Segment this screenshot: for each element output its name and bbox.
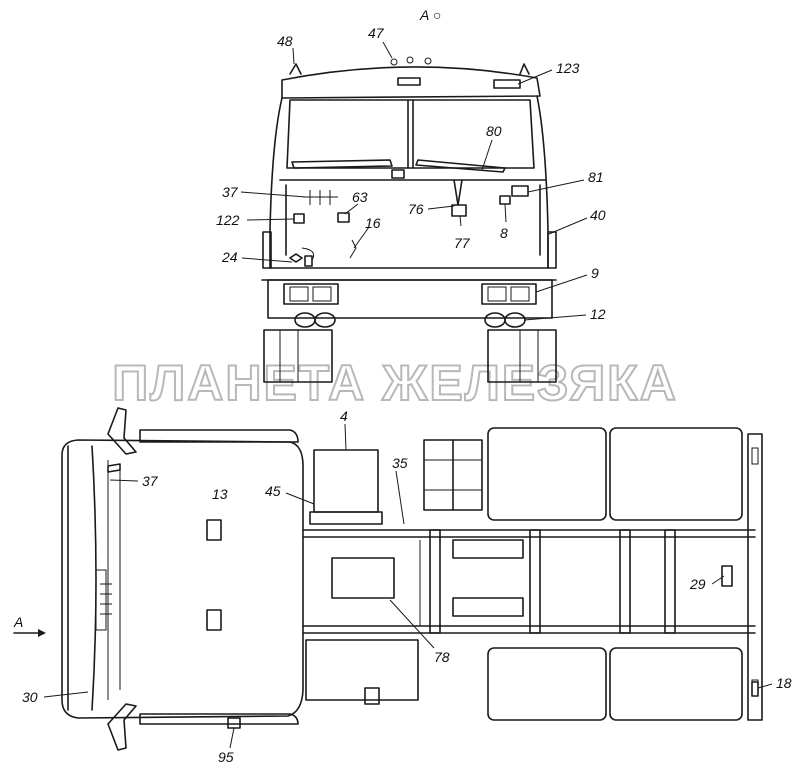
component-122 [293, 213, 305, 224]
component-76-77 [451, 179, 467, 217]
view-marker: ○ [433, 7, 441, 23]
chassis-top-view [13, 407, 763, 751]
label-35: 35 [392, 455, 408, 471]
label-4: 4 [340, 408, 348, 424]
component-8 [499, 195, 511, 205]
label-63: 63 [352, 189, 368, 205]
cab-body [269, 95, 549, 269]
mirror-top-left [107, 407, 137, 455]
label-30: 30 [22, 689, 38, 705]
roof-marker-right [519, 63, 530, 75]
label-29: 29 [689, 576, 706, 592]
battery-box-4 [313, 449, 379, 513]
view-label: A [419, 7, 429, 23]
rear-bumper [747, 433, 763, 721]
callout-labels: 48 47 123 80 81 37 63 76 40 122 16 77 8 … [13, 25, 792, 765]
label-123: 123 [556, 60, 580, 76]
wiper-left [291, 159, 393, 169]
component-81 [511, 185, 529, 197]
roof-lamp-123 [493, 79, 521, 89]
label-122: 122 [216, 212, 240, 228]
component-18 [751, 681, 759, 697]
label-81: 81 [588, 169, 604, 185]
fuel-tank-2 [609, 427, 743, 521]
label-8: 8 [500, 225, 508, 241]
component-37 [303, 190, 338, 205]
label-95: 95 [218, 749, 234, 765]
label-76: 76 [408, 201, 424, 217]
fuel-tank-3 [487, 647, 607, 721]
label-24: 24 [221, 249, 238, 265]
roof-hatch-13 [206, 519, 222, 541]
mirror-top-right [107, 703, 137, 751]
watermark: ПЛАНЕТА ЖЕЛЕЗЯКА [112, 355, 678, 411]
label-37-top: 37 [142, 473, 159, 489]
label-37-front: 37 [222, 184, 239, 200]
label-45: 45 [265, 483, 281, 499]
view-title: A ○ [419, 7, 441, 23]
tool-box [305, 639, 419, 701]
label-47: 47 [368, 25, 385, 41]
label-12: 12 [590, 306, 606, 322]
roof-marker-left [289, 63, 302, 75]
component-24 [289, 253, 313, 267]
leader-lines [43, 41, 773, 749]
label-48: 48 [277, 33, 293, 49]
fuel-tank-4 [609, 647, 743, 721]
mirror-right [547, 231, 557, 269]
cab-top [61, 439, 304, 719]
label-18: 18 [776, 675, 792, 691]
label-77: 77 [454, 235, 471, 251]
headlight-left [283, 283, 339, 305]
fuel-tank-1 [487, 427, 607, 521]
cab-front-view [261, 56, 557, 383]
front-bumper [267, 279, 553, 319]
arrow-label: A [13, 614, 23, 630]
label-78: 78 [434, 649, 450, 665]
wheel-right [487, 329, 557, 383]
windshield [286, 99, 535, 169]
component-63 [337, 212, 350, 223]
mirror-left [262, 231, 272, 269]
headlight-right [481, 283, 537, 305]
component-29 [721, 565, 733, 587]
wiper-right [415, 159, 506, 173]
label-80: 80 [486, 123, 502, 139]
label-9: 9 [591, 265, 599, 281]
fog-lamp-12 [484, 312, 506, 328]
label-16: 16 [365, 215, 381, 231]
label-40: 40 [590, 207, 606, 223]
cab-roof [281, 66, 541, 99]
engine [331, 557, 395, 599]
label-13: 13 [212, 486, 228, 502]
component-95 [227, 717, 241, 729]
roof-lamp-center [397, 77, 421, 86]
component-16 [349, 239, 357, 259]
